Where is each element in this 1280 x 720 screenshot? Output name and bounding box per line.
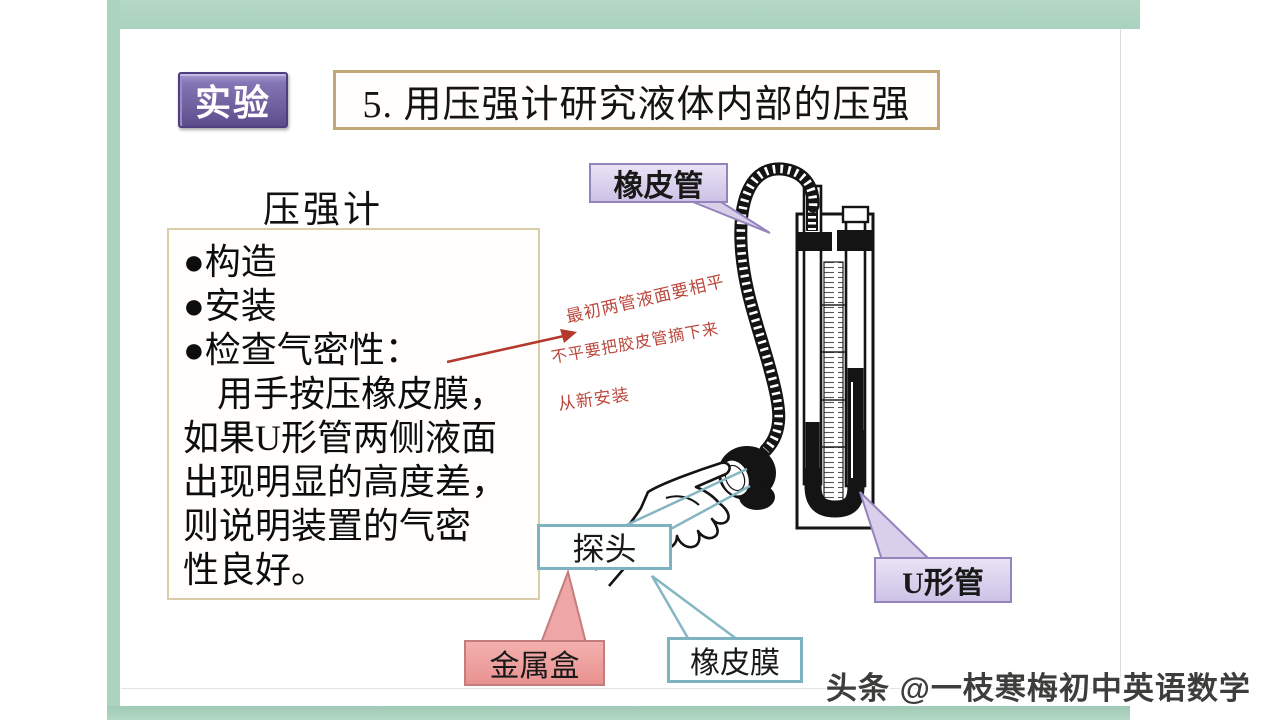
probe-drawing xyxy=(718,446,776,510)
probe-pointer-line-1 xyxy=(619,467,748,530)
bullet-structure: ●构造 xyxy=(183,242,277,282)
u-tube-pointer xyxy=(859,491,933,561)
watermark: 头条 @一枝寒梅初中英语数学 xyxy=(826,671,1251,706)
slide-bottom-edge xyxy=(121,688,1120,689)
callout-pointers xyxy=(539,199,933,644)
body-line-5: 性良好。 xyxy=(183,550,328,590)
label-u-tube: U形管 xyxy=(874,557,1012,603)
rubber-tube-drawing xyxy=(734,162,820,457)
frame-top-strip xyxy=(107,0,1140,29)
experiment-badge: 实验 xyxy=(178,72,288,128)
notes-text-box: ●构造 ●安装 ●检查气密性： 用手按压橡皮膜， 如果U形管两侧液面 出现明显的… xyxy=(167,228,540,600)
probe-pointer-line-2 xyxy=(666,484,751,533)
bullet-installation: ●安装 xyxy=(183,286,277,326)
body-line-3: 出现明显的高度差， xyxy=(183,462,508,502)
body-line-4: 则说明装置的气密 xyxy=(183,506,472,546)
frame-left-strip xyxy=(107,0,120,720)
membrane-pointer xyxy=(650,574,742,642)
red-annotation-arrow xyxy=(446,329,577,364)
liquid-columns xyxy=(804,368,865,518)
label-rubber-membrane: 橡皮膜 xyxy=(667,637,803,683)
slide-right-edge xyxy=(1120,29,1121,688)
right-clamp xyxy=(837,230,872,251)
bullet-airtightness: ●检查气密性： xyxy=(183,330,421,370)
measuring-scale xyxy=(822,261,845,503)
frame-bottom-strip xyxy=(107,706,1130,720)
section-heading: 压强计 xyxy=(263,190,383,231)
body-line-2: 如果U形管两侧液面 xyxy=(183,418,497,458)
body-line-1: 用手按压橡皮膜， xyxy=(217,374,506,414)
label-rubber-tube: 橡皮管 xyxy=(589,163,728,203)
metal-box-pointer xyxy=(539,568,588,644)
label-metal-box: 金属盒 xyxy=(464,640,605,686)
right-tube-collar xyxy=(841,205,870,224)
label-probe: 探头 xyxy=(537,524,672,570)
slide-title: 5. 用压强计研究液体内部的压强 xyxy=(333,70,940,130)
left-clamp xyxy=(797,232,832,251)
